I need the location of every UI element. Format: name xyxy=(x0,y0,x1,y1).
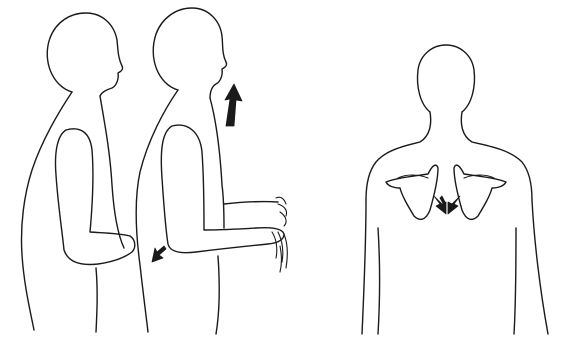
figure-side-relaxed xyxy=(21,13,134,332)
back-outline xyxy=(21,92,72,330)
right-arm-outline xyxy=(532,200,548,334)
scapula-left xyxy=(386,165,438,219)
up-arrow-icon xyxy=(225,84,242,126)
left-arm-outline xyxy=(362,200,366,334)
front-lower-outline xyxy=(216,256,219,334)
shoulders-outline xyxy=(366,112,431,200)
figure-back-view xyxy=(362,45,548,334)
forearm-upper-outline xyxy=(224,202,278,204)
figure-side-extended xyxy=(136,8,287,334)
front-lower-outline xyxy=(96,268,97,332)
scapula-right xyxy=(454,165,506,219)
inward-arrow-icon xyxy=(434,196,460,214)
hands-icon xyxy=(272,197,287,272)
chest-outline xyxy=(210,98,224,228)
head-outline xyxy=(47,13,122,96)
chest-outline xyxy=(100,96,124,248)
head-outline xyxy=(418,45,475,112)
head-outline xyxy=(153,8,226,98)
down-arrow-icon xyxy=(152,246,166,262)
